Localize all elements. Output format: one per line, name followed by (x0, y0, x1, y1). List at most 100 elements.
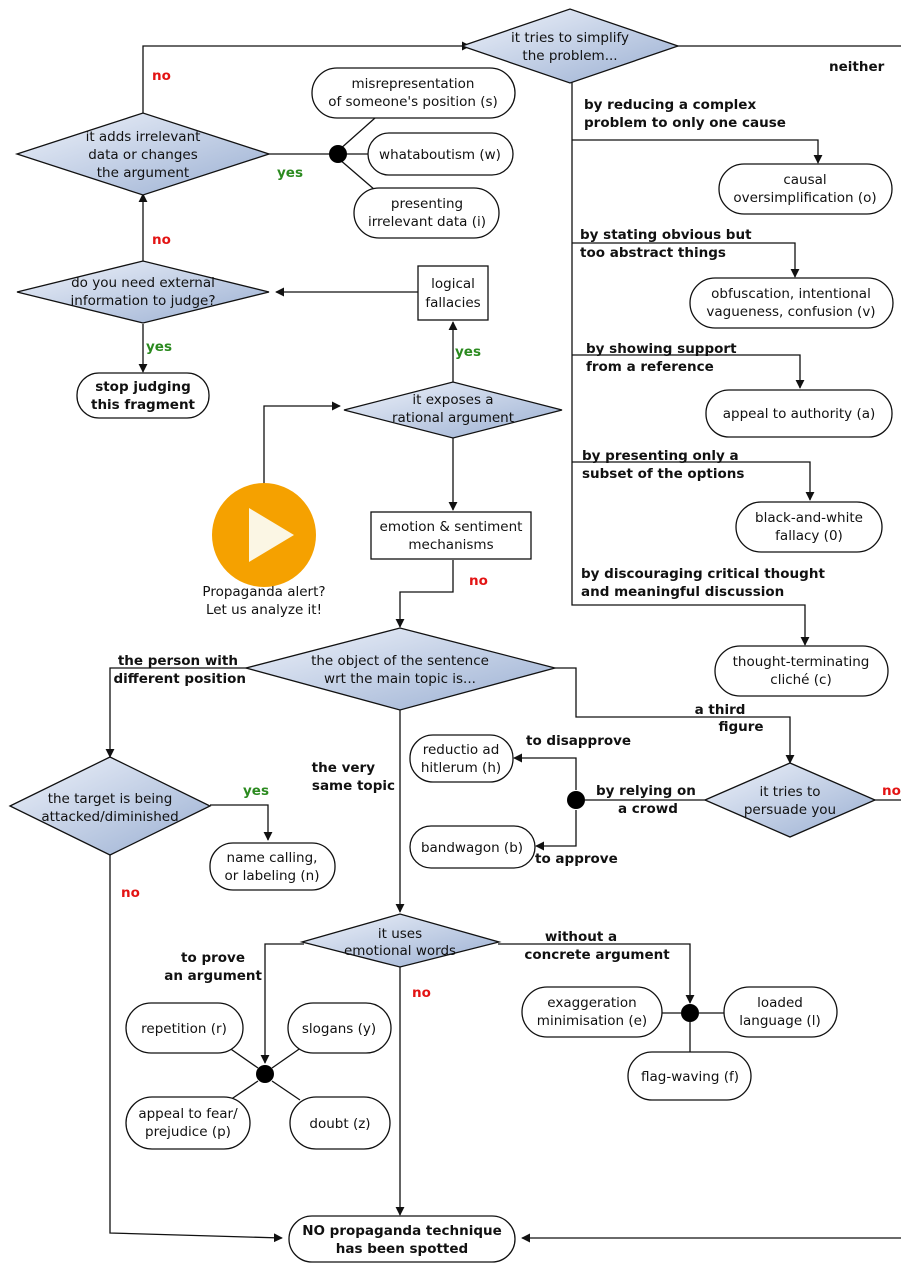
svg-text:flag-waving (f): flag-waving (f) (641, 1069, 739, 1085)
technique-whataboutism: whataboutism (w) (367, 132, 514, 176)
edges (105, 41, 901, 1243)
technique-flag-waving: flag-waving (f) (627, 1051, 752, 1101)
edge-object-third (555, 667, 795, 764)
technique-doubt: doubt (z) (289, 1096, 391, 1150)
svg-text:doubt (z): doubt (z) (309, 1116, 370, 1132)
start-caption: Propaganda alert?Let us analyze it! (202, 584, 325, 618)
edge-attacked-yes (210, 804, 273, 841)
technique-repetition: repetition (r) (125, 1002, 244, 1054)
svg-text:whataboutism (w): whataboutism (w) (379, 147, 501, 163)
edge-attacked-no (109, 855, 283, 1243)
edge-object-person (105, 667, 248, 758)
svg-text:slogans (y): slogans (y) (302, 1021, 376, 1037)
edge-dot-misrep (338, 117, 376, 151)
junction-dot-prove (256, 1065, 274, 1083)
label-no-rational: no (469, 573, 488, 589)
label-disapprove: to disapprove (526, 733, 631, 749)
edge-branch-causal (572, 139, 823, 164)
svg-text:bandwagon (b): bandwagon (b) (421, 840, 523, 856)
label-yes-irrelevant: yes (277, 165, 303, 181)
label-no-external: no (152, 232, 171, 248)
edge-branch-obfuscation (572, 242, 800, 278)
technique-name-calling: name calling,or labeling (n) (209, 842, 336, 891)
label-yes-external: yes (146, 339, 172, 355)
edge-emotional-prove (260, 943, 304, 1064)
label-yes-attacked: yes (243, 783, 269, 799)
technique-slogans: slogans (y) (287, 1002, 392, 1054)
label-no-emotional: no (412, 985, 431, 1001)
label-no-attacked: no (121, 885, 140, 901)
junction-dot-without (681, 1004, 699, 1022)
technique-appeal-to-fear: appeal to fear/prejudice (p) (125, 1096, 251, 1150)
edge-labels: no yes no yes yes no neither by reducing… (113, 59, 900, 1001)
svg-text:appeal to authority (a): appeal to authority (a) (723, 406, 876, 422)
edge-dot-doubt (271, 1080, 301, 1101)
junction-dot-crowd (567, 791, 585, 809)
edge-branch-authority (572, 354, 805, 389)
label-neither: neither (829, 59, 885, 75)
label-no-persuade: no (882, 783, 901, 799)
svg-text:appeal to fear/prejudice (p): appeal to fear/prejudice (p) (138, 1106, 238, 1140)
technique-bandwagon: bandwagon (b) (409, 825, 536, 869)
start-play-button[interactable] (212, 483, 316, 587)
edge-simplify-spine (571, 60, 810, 646)
edge-emotion-object (395, 560, 454, 628)
edge-crowd-approve (535, 810, 577, 851)
label-approve: to approve (535, 851, 618, 867)
edge-crowd-disapprove (513, 753, 577, 790)
play-icon (249, 508, 294, 562)
edge-branch-bw (572, 461, 815, 501)
edge-emotional-without (498, 943, 695, 1004)
svg-text:repetition (r): repetition (r) (141, 1021, 227, 1037)
label-no-irrelevant: no (152, 68, 171, 84)
edge-irrelevant-no (142, 41, 471, 113)
junction-dot-irrelevant (329, 145, 347, 163)
